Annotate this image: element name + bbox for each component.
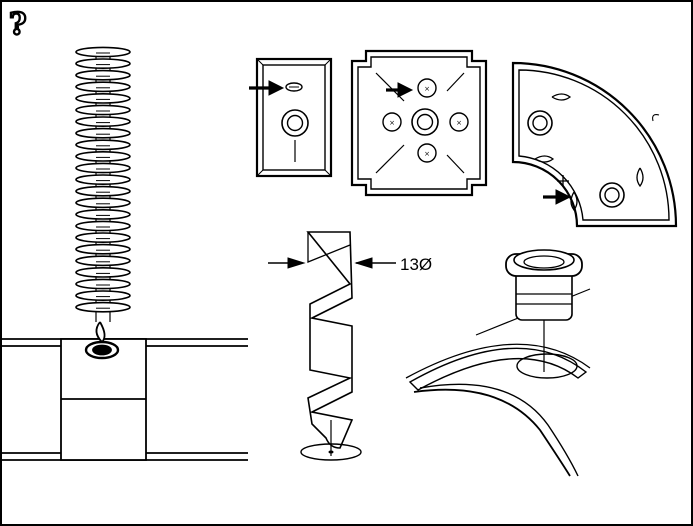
svg-text:×: × bbox=[424, 150, 430, 158]
spring-coil bbox=[75, 301, 131, 313]
spring-coil bbox=[75, 185, 131, 197]
screw-hole-icon bbox=[599, 182, 625, 208]
spring-coil bbox=[75, 278, 131, 290]
square-box-panel: × × × × bbox=[350, 49, 488, 197]
drill-bit-icon bbox=[300, 231, 362, 461]
spring-coil bbox=[75, 243, 131, 255]
spring-coil bbox=[75, 266, 131, 278]
spring-coil bbox=[75, 58, 131, 69]
spring-coil bbox=[75, 46, 131, 58]
spring-coil bbox=[75, 139, 131, 151]
spring-coil bbox=[75, 162, 131, 174]
diameter-label: 13Ø bbox=[400, 255, 432, 274]
spring-coil bbox=[75, 69, 131, 81]
spring-coil bbox=[75, 290, 131, 301]
spring-coil bbox=[75, 255, 131, 267]
screw-hole-icon bbox=[411, 108, 439, 136]
screw-hole-icon bbox=[285, 82, 303, 92]
spring-coil bbox=[75, 174, 131, 185]
screw-hole-icon bbox=[527, 110, 553, 136]
spring-coil bbox=[75, 116, 131, 127]
help-icon: ? bbox=[8, 8, 28, 40]
spring-coil bbox=[75, 81, 131, 93]
spring-coil bbox=[75, 104, 131, 116]
spring-coil bbox=[75, 220, 131, 232]
rectangular-box-panel bbox=[249, 57, 333, 178]
svg-text:×: × bbox=[389, 119, 395, 127]
svg-text:×: × bbox=[456, 119, 462, 127]
ceiling-box bbox=[2, 321, 248, 461]
corner-box-panel bbox=[511, 61, 678, 228]
plastic-plug-icon bbox=[405, 249, 591, 477]
direction-arrow-icon bbox=[249, 80, 285, 96]
diameter-callout bbox=[268, 257, 396, 269]
spring-coil bbox=[75, 150, 131, 162]
direction-arrow-icon bbox=[543, 189, 572, 205]
direction-arrow-icon bbox=[386, 82, 414, 98]
spring-coil bbox=[75, 127, 131, 139]
screw-hole-icon bbox=[281, 109, 309, 137]
svg-text:?: ? bbox=[9, 8, 27, 40]
spring-coil bbox=[75, 197, 131, 209]
spring-cable-icon bbox=[75, 46, 131, 322]
spring-coil bbox=[75, 93, 131, 104]
spring-coil bbox=[75, 208, 131, 220]
svg-text:×: × bbox=[424, 85, 430, 93]
spring-coil bbox=[75, 232, 131, 243]
